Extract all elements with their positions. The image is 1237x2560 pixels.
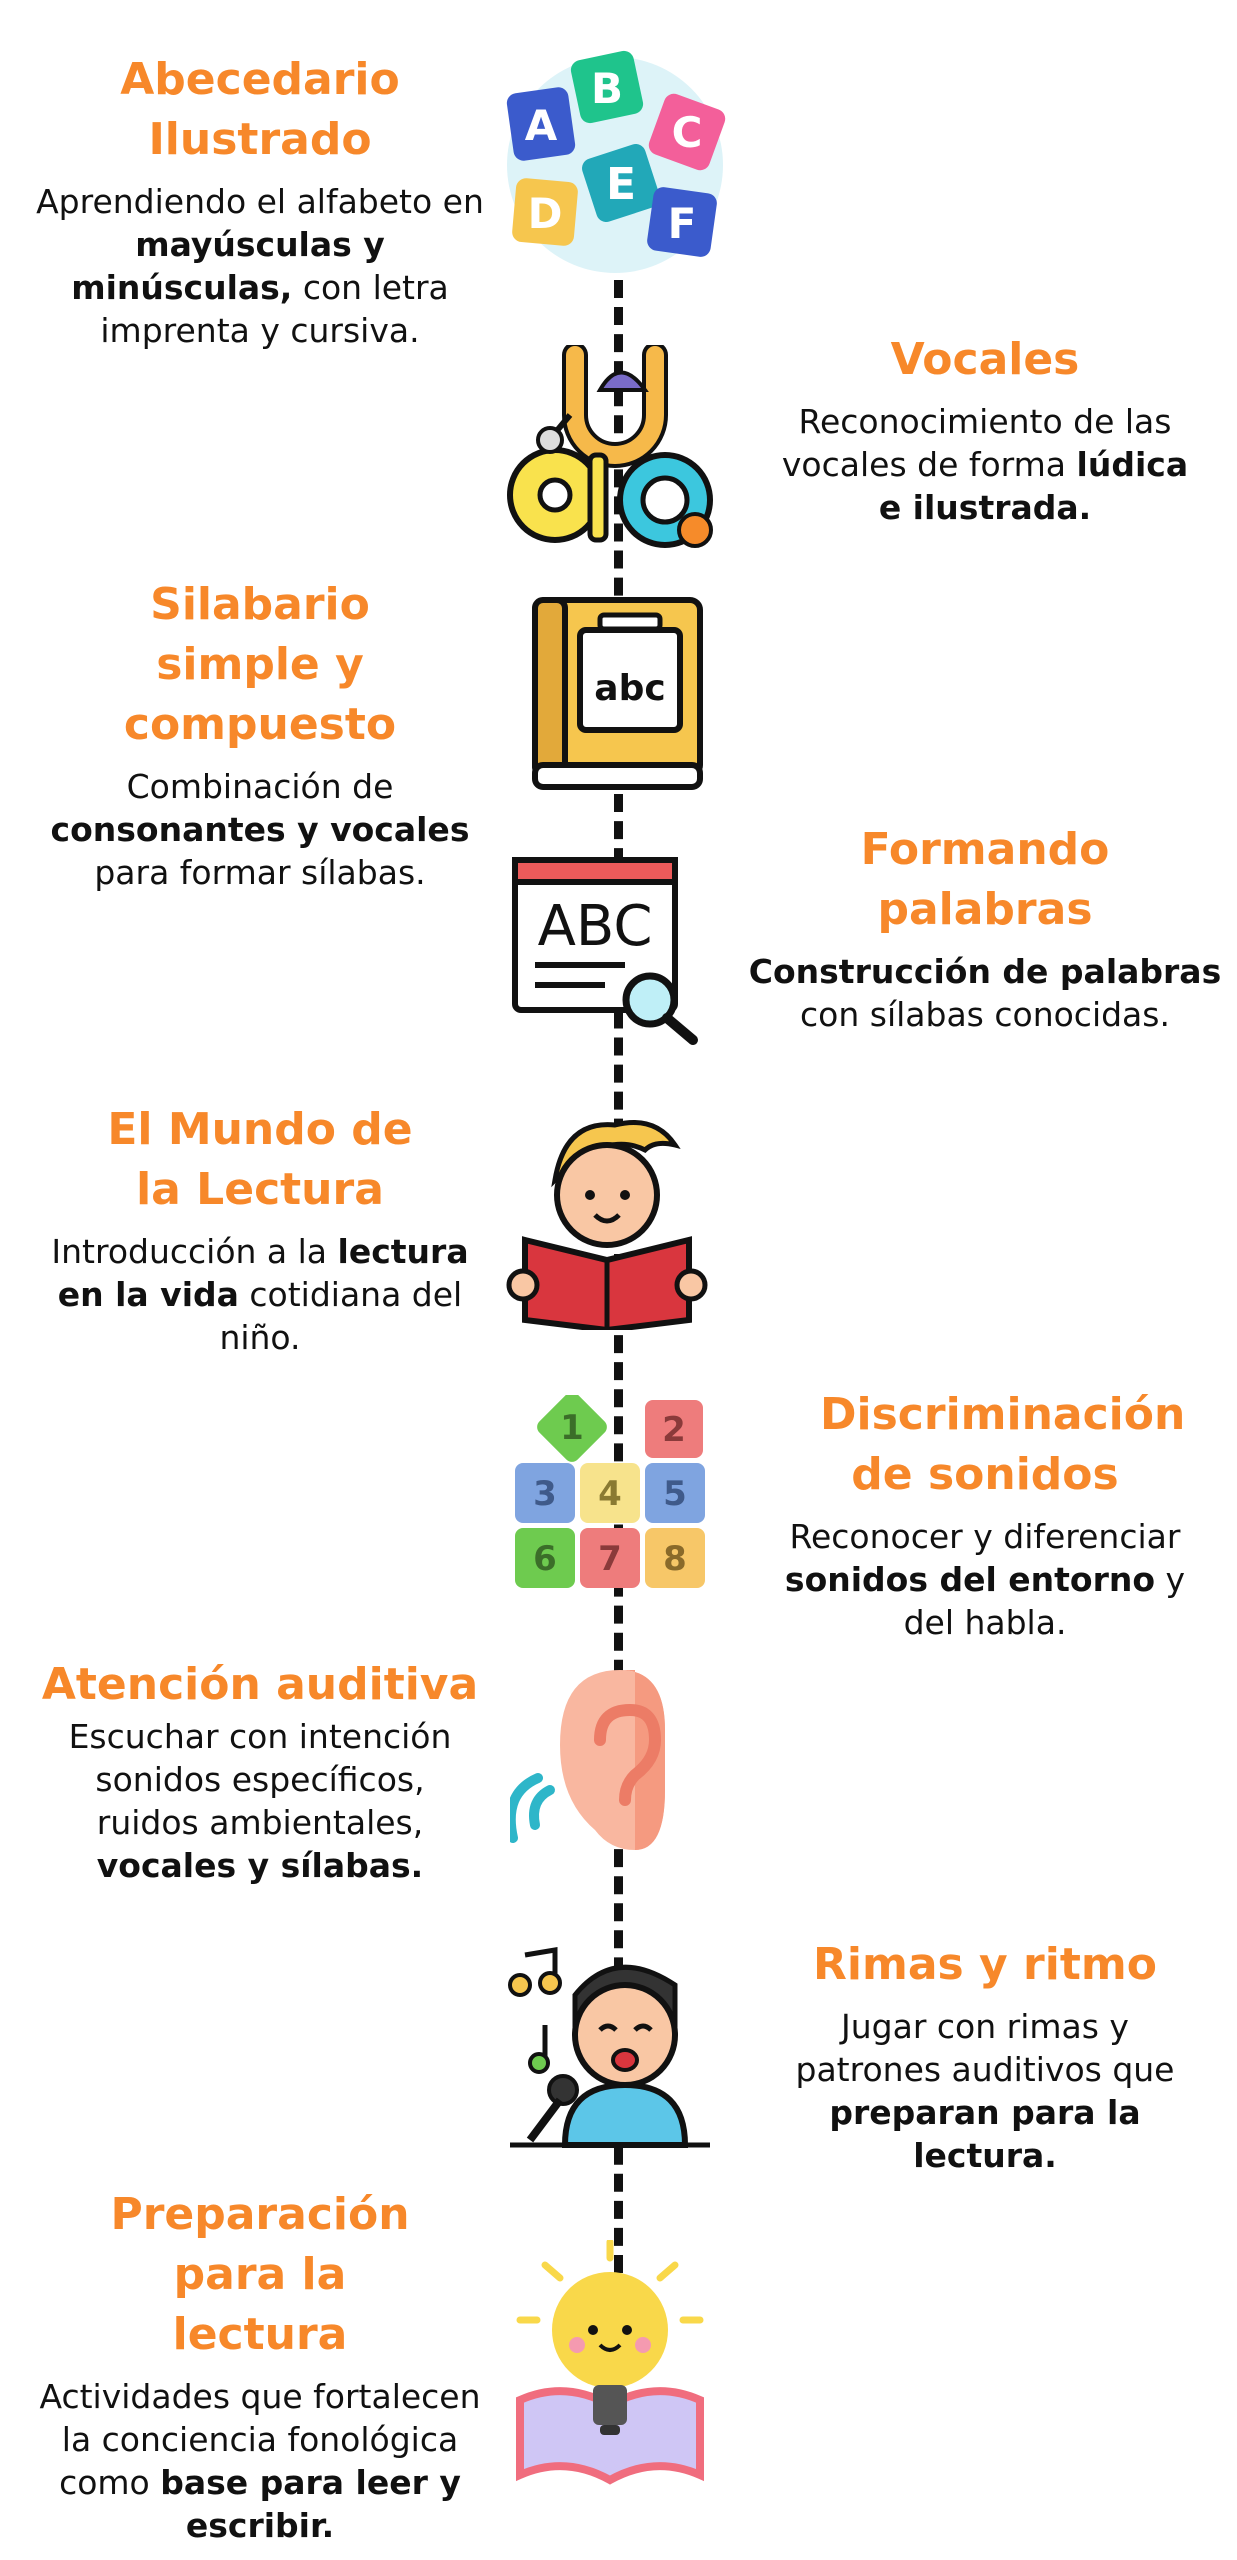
step-mundo-lectura: El Mundo de la Lectura Introducción a la…: [15, 1100, 505, 1359]
svg-text:A: A: [525, 101, 558, 150]
step-description: Aprendiendo el alfabeto en mayúsculas y …: [36, 182, 484, 350]
step-silabario: Silabario simple y compuesto Combinación…: [15, 575, 505, 894]
svg-text:4: 4: [598, 1474, 622, 1514]
svg-text:8: 8: [663, 1539, 687, 1579]
svg-text:ABC: ABC: [538, 894, 653, 959]
svg-text:C: C: [672, 108, 703, 157]
step-title: Abecedario Ilustrado: [120, 54, 400, 165]
abc-search-icon: ABC: [505, 850, 705, 1045]
step-atencion-auditiva: Atención auditiva Escuchar con intención…: [15, 1655, 505, 1887]
svg-text:F: F: [668, 199, 697, 248]
svg-text:B: B: [591, 64, 623, 113]
step-title: Preparación para la lectura: [110, 2189, 410, 2360]
svg-text:1: 1: [560, 1408, 584, 1448]
step-description: Actividades que fortalecen la conciencia…: [39, 2377, 481, 2545]
svg-text:2: 2: [662, 1410, 686, 1450]
step-title: El Mundo de la Lectura: [107, 1104, 413, 1215]
step-vocales: Vocales Reconocimiento de las vocales de…: [740, 330, 1230, 529]
step-title: Silabario simple y compuesto: [123, 579, 397, 750]
step-formando-palabras: Formando palabras Construcción de palabr…: [740, 820, 1230, 1036]
ear-icon: [510, 1660, 710, 1870]
svg-text:D: D: [528, 189, 563, 238]
step-description: Reconocer y diferenciar sonidos del ento…: [784, 1517, 1186, 1642]
step-title: Discriminación de sonidos: [820, 1389, 1186, 1500]
step-description: Combinación de consonantes y vocales par…: [50, 767, 470, 892]
step-discriminacion-sonidos: Discriminación de sonidos Reconocer y di…: [740, 1385, 1230, 1644]
svg-text:7: 7: [598, 1539, 622, 1579]
reading-child-icon: [505, 1110, 710, 1330]
svg-text:E: E: [606, 159, 636, 210]
step-title: Rimas y ritmo: [813, 1939, 1157, 1990]
lightbulb-book-icon: [505, 2240, 715, 2485]
step-description: Reconocimiento de las vocales de forma l…: [781, 402, 1189, 527]
svg-text:3: 3: [533, 1474, 557, 1514]
step-title: Vocales: [890, 334, 1080, 385]
step-description: Introducción a la lectura en la vida cot…: [51, 1232, 469, 1357]
abc-book-icon: abc: [520, 595, 710, 795]
vowels-icon: [505, 345, 725, 560]
step-title: Formando palabras: [860, 824, 1110, 935]
number-blocks-icon: 1 2 3 4 5 6 7 8: [510, 1395, 710, 1595]
alphabet-blocks-icon: A B C D E F: [500, 50, 730, 280]
svg-text:5: 5: [663, 1474, 687, 1514]
singing-child-icon: [505, 1945, 715, 2150]
step-description: Jugar con rimas y patrones auditivos que…: [795, 2007, 1175, 2175]
svg-text:abc: abc: [594, 668, 665, 709]
step-preparacion-lectura: Preparación para la lectura Actividades …: [15, 2185, 505, 2547]
step-abecedario: Abecedario Ilustrado Aprendiendo el alfa…: [15, 50, 505, 352]
step-rimas-ritmo: Rimas y ritmo Jugar con rimas y patrones…: [740, 1935, 1230, 2177]
svg-text:6: 6: [533, 1539, 557, 1579]
step-description: Escuchar con intención sonidos específic…: [68, 1717, 452, 1885]
step-title: Atención auditiva: [41, 1659, 479, 1710]
step-description: Construcción de palabras con sílabas con…: [748, 952, 1222, 1034]
